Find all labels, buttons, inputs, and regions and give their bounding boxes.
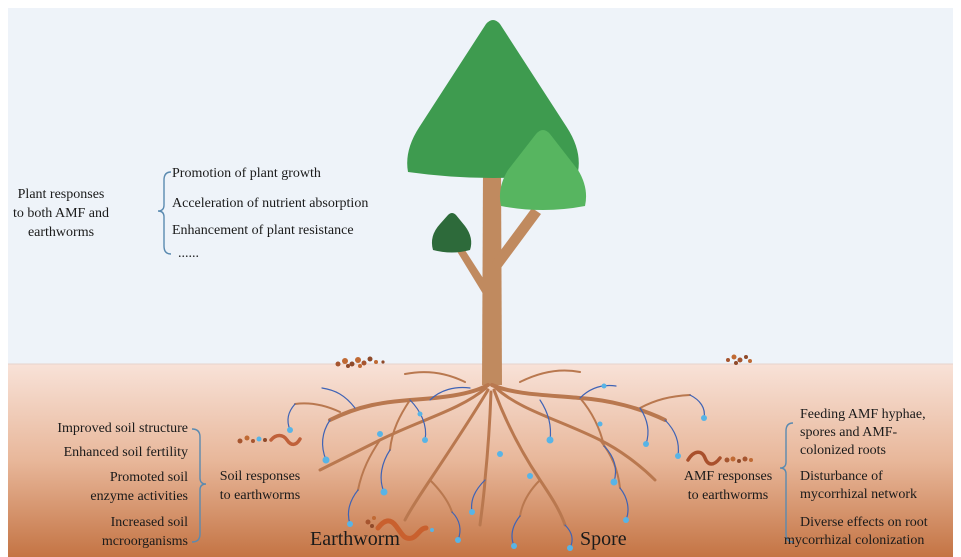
soil-responses-label: Soil responses to earthworms [210,467,310,505]
amf-item-3a: Diverse effects on root [800,513,928,532]
amf-label-line-1: AMF responses [676,467,780,486]
plant-item-2: Acceleration of nutrient absorption [172,194,368,213]
earthworm-caption: Earthworm [310,527,400,551]
plant-item-3: Enhancement of plant resistance [172,221,354,240]
plant-responses-label: Plant responses to both AMF and earthwor… [5,185,117,242]
soil-label-line-1: Soil responses [210,467,310,486]
amf-item-1c: colonized roots [800,441,886,460]
plant-item-ellipsis: ...... [178,244,199,263]
soil-item-1: Improved soil structure [20,419,188,438]
tree-trunk [482,170,502,385]
soil-item-3b: enzyme activities [20,487,188,506]
soil-label-line-2: to earthworms [210,486,310,505]
soil-item-3a: Promoted soil [20,468,188,487]
amf-item-2a: Disturbance of [800,467,883,486]
amf-item-1a: Feeding AMF hyphae, [800,405,926,424]
plant-label-line-3: earthworms [5,223,117,242]
plant-label-line-2: to both AMF and [5,204,117,223]
amf-item-3b: mycorrhizal colonization [784,531,924,550]
plant-label-line-1: Plant responses [5,185,117,204]
amf-item-1b: spores and AMF- [800,423,897,442]
amf-item-2b: mycorrhizal network [800,485,917,504]
soil-item-4a: Increased soil [20,513,188,532]
spore-caption: Spore [580,527,627,551]
amf-label-line-2: to earthworms [676,486,780,505]
soil-item-4b: mcroorganisms [20,532,188,551]
soil-item-2: Enhanced soil fertility [20,443,188,462]
plant-item-1: Promotion of plant growth [172,164,321,183]
amf-responses-label: AMF responses to earthworms [676,467,780,505]
